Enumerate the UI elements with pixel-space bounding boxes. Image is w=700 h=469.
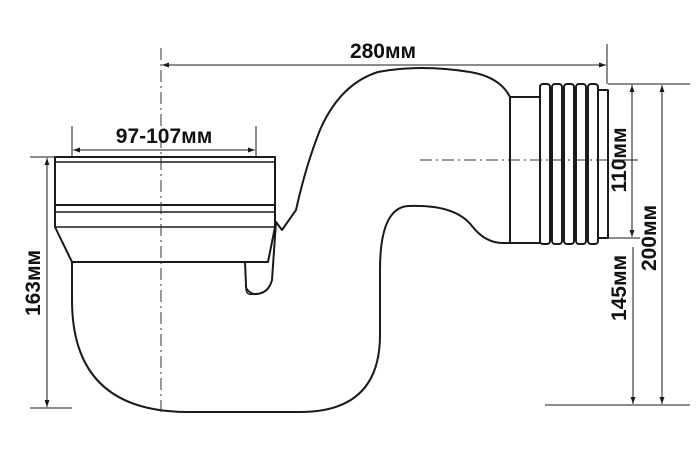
dim-outlet-top-height: 200мм <box>612 83 690 404</box>
label-outlet-top-height: 200мм <box>638 205 661 271</box>
inlet-cap <box>54 156 276 206</box>
outlet-connector <box>509 83 609 245</box>
label-inlet-height: 163мм <box>22 250 45 316</box>
label-outlet-axis-height: 145мм <box>608 255 631 321</box>
dim-outlet-axis-height: 145мм <box>545 159 690 406</box>
label-total-length: 280мм <box>350 40 416 63</box>
trap-inner-line <box>245 287 254 296</box>
inlet-band <box>54 204 276 263</box>
dim-outlet-diameter: 110мм <box>608 83 640 239</box>
dim-inlet-height: 163мм <box>22 156 72 409</box>
siphon-body <box>54 67 609 413</box>
dim-total-length: 280мм <box>162 40 608 84</box>
label-inlet-diameter: 97-107мм <box>116 125 212 148</box>
dim-inlet-diameter: 97-107мм <box>71 125 257 157</box>
